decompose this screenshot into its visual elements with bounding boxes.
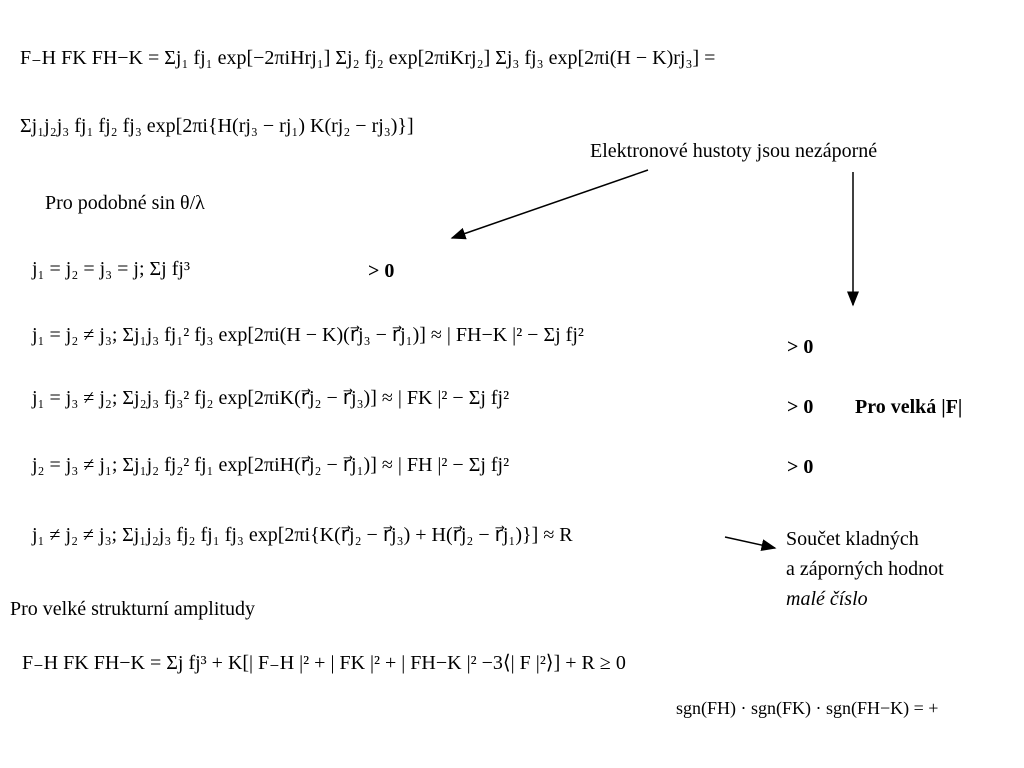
arrow-to-similar-sin <box>450 169 649 240</box>
positive-label-1: > 0 <box>368 260 395 282</box>
equation-triple-product-expanded: Σj₁j₂j₃ fj₁ fj₂ fj₃ exp[2πi{H(rj₃ − rj₁)… <box>20 115 414 137</box>
positive-label-2: > 0 <box>787 336 814 358</box>
equation-final: F₋H FK FH−K = Σj fj³ + K[| F₋H |² + | FK… <box>22 652 626 674</box>
sum-note-line2: a záporných hodnot <box>786 558 944 580</box>
case-all-different: j₁ ≠ j₂ ≠ j₃; Σj₁j₂j₃ fj₂ fj₁ fj₃ exp[2π… <box>32 524 573 546</box>
equation-sign-product: sgn(FH) · sgn(FK) · sgn(FH−K) = + <box>676 698 939 718</box>
positive-label-4: > 0 <box>787 456 814 478</box>
positive-label-3: > 0 <box>787 396 814 418</box>
large-F-label: Pro velká |F| <box>855 396 963 418</box>
case-j1-eq-j2: j₁ = j₂ ≠ j₃; Σj₁j₃ fj₁² fj₃ exp[2πi(H −… <box>32 324 584 346</box>
sum-note-line3: malé číslo <box>786 588 868 610</box>
case-j2-eq-j3: j₂ = j₃ ≠ j₁; Σj₁j₂ fj₂² fj₁ exp[2πiH(r⃗… <box>32 454 510 476</box>
large-amplitudes-label: Pro velké strukturní amplitudy <box>10 598 255 620</box>
arrow-to-sum-note <box>724 536 777 551</box>
sum-note-line1: Součet kladných <box>786 528 919 550</box>
case-j1-eq-j3: j₁ = j₃ ≠ j₂; Σj₂j₃ fj₃² fj₂ exp[2πiK(r⃗… <box>32 387 510 409</box>
equation-triple-product: F₋H FK FH−K = Σj₁ fj₁ exp[−2πiHrj₁] Σj₂ … <box>20 47 716 69</box>
similar-sin-label: Pro podobné sin θ/λ <box>45 192 205 214</box>
density-note: Elektronové hustoty jsou nezáporné <box>590 140 878 162</box>
case-all-equal: j₁ = j₂ = j₃ = j; Σj fj³ <box>32 258 190 280</box>
